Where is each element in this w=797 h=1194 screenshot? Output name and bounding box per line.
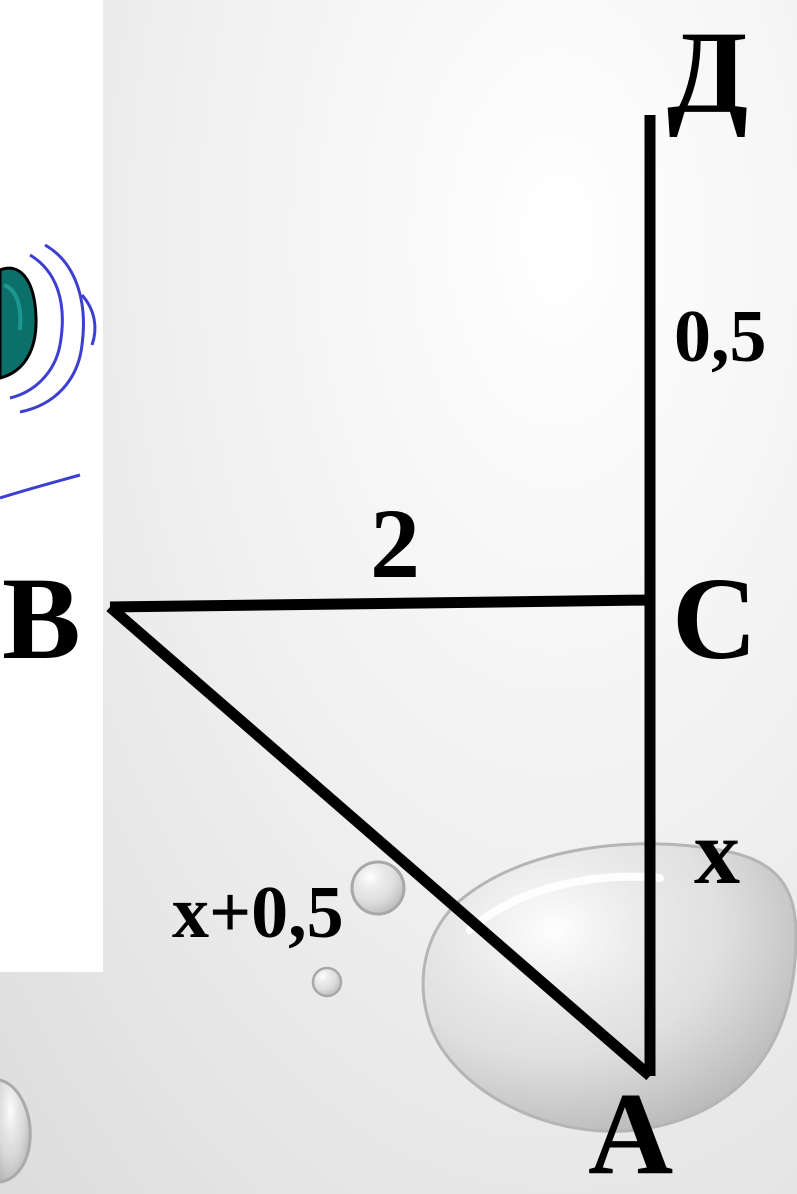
water-drop-left — [0, 1078, 32, 1184]
water-drop-small — [350, 860, 406, 916]
point-label-C: C — [672, 553, 758, 684]
length-label-DC: 0,5 — [674, 296, 767, 378]
segment-BC — [109, 594, 651, 613]
point-label-D: Д — [667, 7, 749, 138]
image-panel — [0, 0, 103, 972]
length-label-BC: 2 — [370, 488, 420, 599]
segment-BA — [106, 602, 654, 1081]
water-drop-tiny — [311, 966, 343, 998]
eye-logo-icon — [0, 243, 97, 500]
water-drop-large — [421, 842, 797, 1133]
point-label-A: A — [588, 1068, 674, 1194]
length-label-AB: x+0,5 — [172, 872, 344, 954]
point-label-B: B — [2, 553, 81, 684]
length-label-CA: x — [694, 801, 740, 903]
